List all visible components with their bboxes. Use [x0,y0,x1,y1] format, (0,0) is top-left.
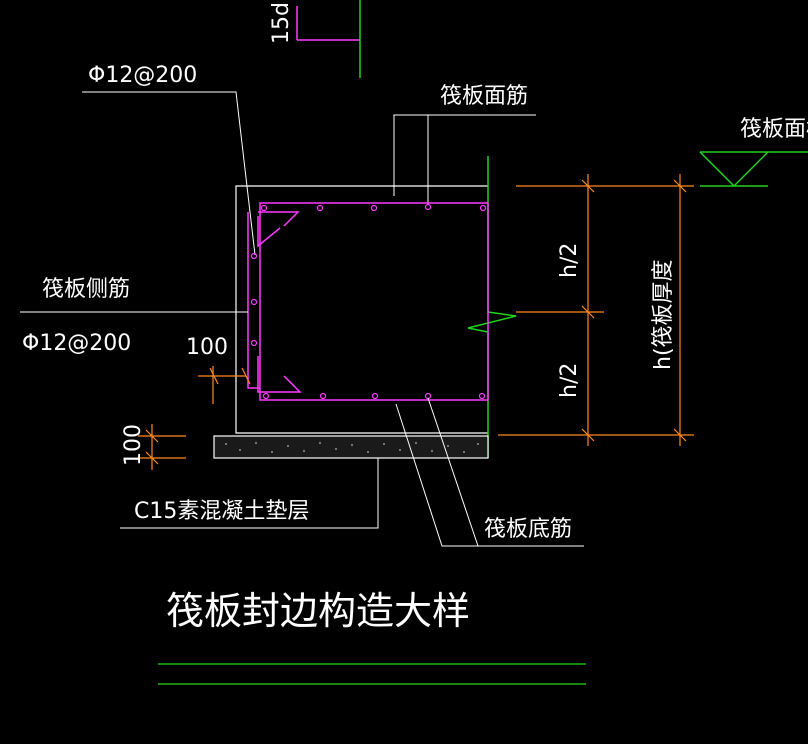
label-face-level: 筏板面标 [740,117,808,142]
hook-bottom-left [257,356,302,393]
label-thickness: h(筏板厚度 [651,259,676,370]
leader-bottom-bar-2 [427,397,479,547]
hook-top [258,211,300,227]
dim-pad-tick2 [145,451,159,465]
hook-top-left [257,216,281,248]
label-cover-100: 100 [186,335,228,360]
label-side-spec: Φ12@200 [22,331,131,356]
rebar-cage [259,202,489,401]
label-top-spec: Φ12@200 [88,63,197,88]
label-half-top: h/2 [557,243,582,278]
label-bottom-bar: 筏板底筋 [484,517,572,542]
slab-outline [235,185,488,434]
label-half-bot: h/2 [557,363,582,398]
drawing-title: 筏板封边构造大样 [166,589,470,633]
rebar-dots [250,203,487,400]
dim-pad-tick1 [145,429,159,443]
side-rebar [247,212,260,389]
leader-cushion [120,458,379,529]
level-triangle [699,151,769,188]
dim-cover-tick1 [209,367,219,385]
leader-top-spec [82,91,256,256]
dim-ticks [581,179,687,442]
label-side-bar: 筏板侧筋 [42,277,130,302]
label-pad-100: 100 [121,424,146,466]
label-15d: 15d [269,2,294,44]
label-face-bar: 筏板面筋 [440,84,528,109]
break-line [467,156,517,458]
leader-face-bar [393,114,536,196]
label-cushion: C15素混凝土垫层 [134,499,309,524]
cushion-hatch [225,442,479,453]
dim-cover-tick2 [241,367,251,385]
leader-bottom-bar [395,403,584,547]
cushion-layer [213,435,489,459]
